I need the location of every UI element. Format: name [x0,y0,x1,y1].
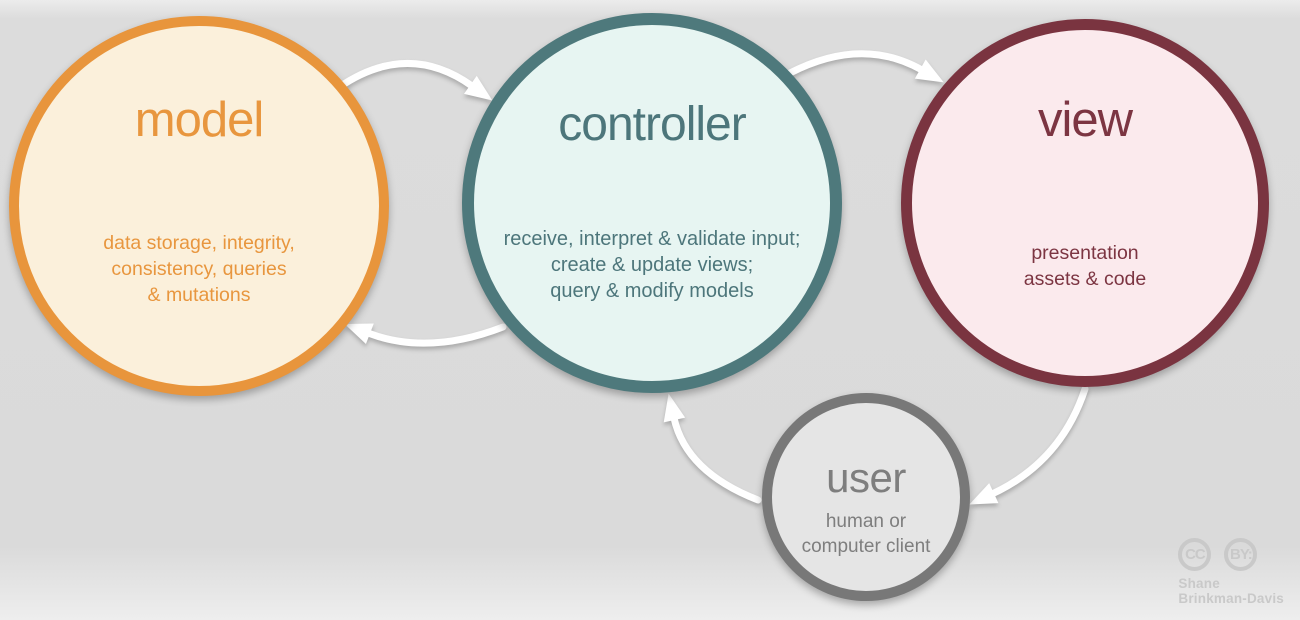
view-node: view presentation assets & code [901,19,1269,387]
controller-node: controller receive, interpret & validate… [462,13,842,393]
view-description: presentation assets & code [1023,242,1147,290]
model-node: model data storage, integrity, consisten… [9,16,389,396]
user-description: human or computer client [801,511,931,557]
controller-title: controller [558,98,746,151]
controller-description: receive, interpret & validate input; cre… [503,228,801,302]
author-name: Shane Brinkman-Davis [1178,576,1284,607]
cc-icon: CC [1178,538,1212,572]
view-title: view [1037,93,1133,147]
arrow-model-to-controller [340,60,493,101]
model-title: model [134,93,264,147]
cc-badges: CC BY: [1178,538,1284,572]
model-description: data storage, integrity, consistency, qu… [103,232,295,306]
cc-attribution: CC BY: Shane Brinkman-Davis [1178,538,1284,607]
arrow-controller-to-view [786,50,944,83]
cc-by-icon: BY: [1224,538,1258,572]
arrow-controller-to-model [344,323,507,347]
arrow-user-to-controller [663,393,762,504]
arrow-view-to-user [969,385,1089,505]
user-node: user human or computer client [762,393,970,601]
user-title: user [826,454,906,501]
